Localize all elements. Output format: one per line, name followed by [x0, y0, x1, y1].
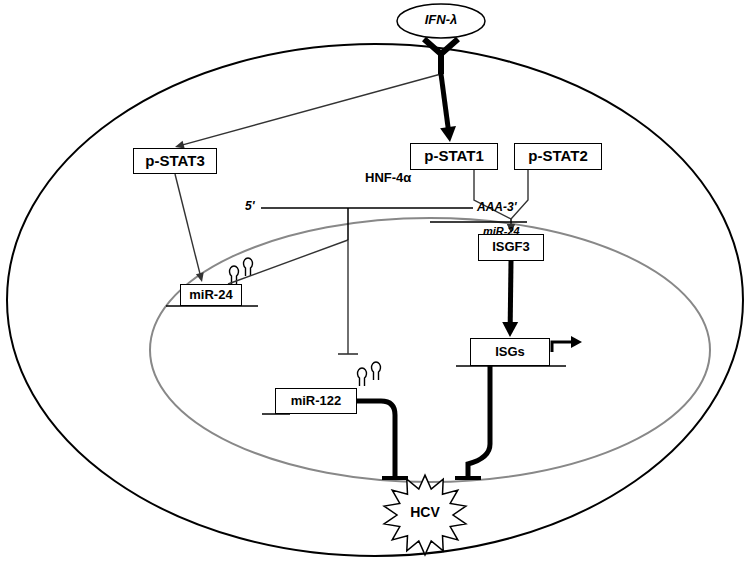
thin-connector [228, 240, 348, 284]
node-label: AAA-3' [477, 201, 517, 214]
node-label: IFN-λ [395, 13, 487, 27]
node-label: miR-122 [291, 394, 342, 408]
node-label: ISGF3 [492, 240, 530, 254]
nucleus-membrane [150, 218, 710, 482]
connector-line [182, 74, 441, 145]
gene-box: miR-122 [275, 388, 357, 414]
virus-starburst: HCV [378, 470, 472, 556]
node-label: p-STAT1 [424, 148, 483, 165]
thin-connector [175, 74, 441, 149]
node-label: 5' [245, 200, 255, 213]
connector-line [357, 401, 395, 478]
protein-box: p-STAT3 [133, 148, 217, 174]
hairpin-symbol [372, 362, 381, 380]
node-label: p-STAT2 [528, 148, 587, 165]
node-label: HNF-4α [365, 171, 411, 185]
complex-box: ISGF3 [478, 234, 544, 261]
connector-line [468, 366, 490, 478]
gene-box: ISGs [470, 338, 550, 366]
inhibition-bar [382, 476, 408, 480]
thin-connector [338, 240, 358, 354]
gene-box: miR-24 [180, 284, 242, 306]
arrowhead [502, 322, 518, 337]
inhibition-bar [455, 476, 481, 480]
node-label: miR-24 [189, 288, 232, 302]
node-label: ISGs [495, 345, 525, 359]
node-label: p-STAT3 [145, 153, 204, 170]
thin-connector [175, 174, 204, 282]
thick-connector [502, 261, 518, 337]
inhibition-bar [338, 353, 358, 355]
connector-line [347, 240, 348, 354]
mrna-strand: HNF-4α5'AAA-3'miR-24 [245, 170, 535, 240]
thick-connector [440, 74, 456, 142]
arrowhead [440, 126, 456, 142]
hairpin-symbol [244, 258, 253, 276]
connector-line [175, 174, 200, 275]
connector-line [511, 170, 528, 226]
transcription-arrowhead [571, 336, 582, 348]
protein-box: p-STAT1 [410, 143, 498, 170]
arrowhead [196, 272, 204, 282]
connector-line [228, 240, 348, 284]
protein-box: p-STAT2 [514, 143, 602, 170]
connector-line [474, 170, 511, 226]
transcription-arrow [552, 342, 572, 352]
hairpin-symbol [358, 368, 367, 386]
connector-line [508, 261, 514, 324]
thick-connector [455, 366, 490, 478]
thick-connector [357, 401, 408, 478]
cell-membrane [7, 44, 743, 556]
connector-line [441, 74, 448, 129]
node-label: HCV [410, 505, 440, 520]
ligand-receptor: IFN-λ [395, 2, 487, 74]
